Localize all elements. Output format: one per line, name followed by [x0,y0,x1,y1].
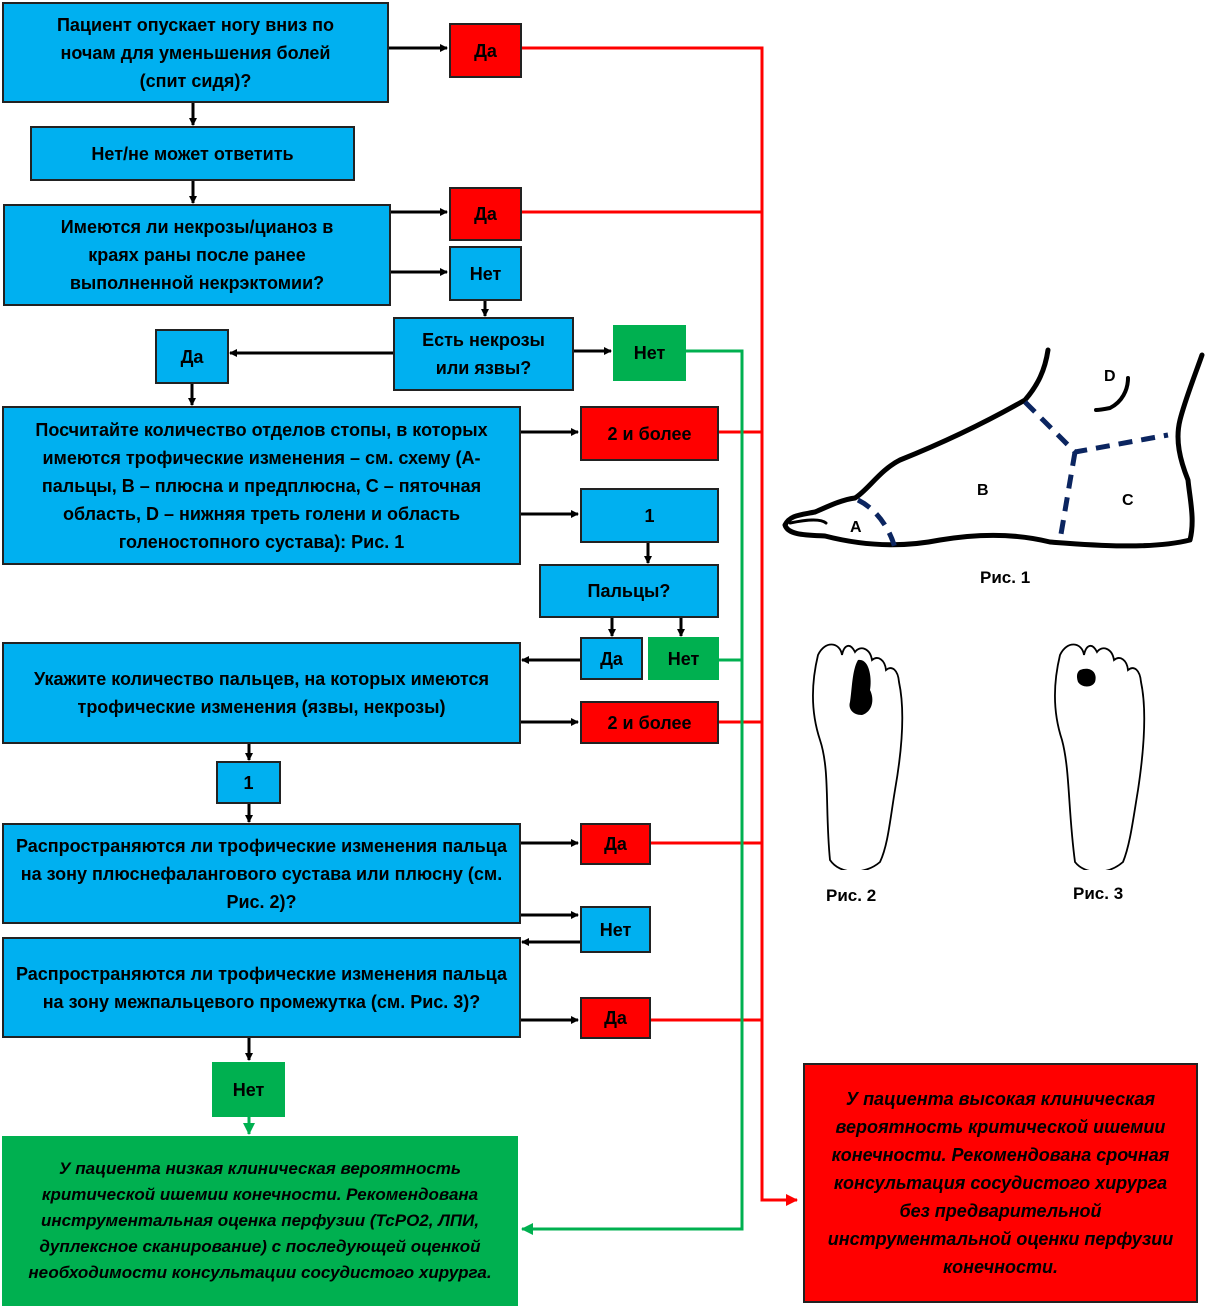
figure-1-foot-zones: A B C D [782,347,1205,549]
answer-q5-no: Нет [648,637,719,680]
answer-q7-yes-label: Да [604,834,627,854]
answer-q1-no: Нет/не может ответить [30,126,355,181]
answer-q4-one-label: 1 [644,505,655,526]
answer-q5-yes: Да [580,637,643,680]
question-night-pain-text: Пациент опускает ногу вниз по ночам для … [56,14,335,91]
question-zones-text: Посчитайте количество отделов стопы, в к… [35,419,488,552]
answer-q8-yes: Да [580,997,651,1039]
question-necrosis-or-ulcers: Есть некрозы или язвы? [393,317,574,391]
answer-q8-no: Нет [212,1062,285,1117]
result-low-risk: У пациента низкая клиническая вероятност… [2,1136,518,1306]
lesion-interdigital [1076,668,1096,687]
question-interdigital: Распространяются ли трофические изменени… [2,937,521,1038]
question-toes: Пальцы? [539,564,719,618]
question-necrosis-text: Имеются ли некрозы/цианоз в краях раны п… [60,217,334,293]
answer-q5-yes-label: Да [600,648,623,669]
answer-q2-yes: Да [449,187,522,241]
answer-q5-no-label: Нет [667,648,700,669]
answer-q8-yes-label: Да [604,1008,627,1028]
zone-label-b: B [977,482,989,499]
question-count-toes: Укажите количество пальцев, на которых и… [2,642,521,744]
answer-q3-yes: Да [155,329,229,384]
question-necrosis-after-necrectomy: Имеются ли некрозы/цианоз в краях раны п… [3,204,391,306]
answer-q6-many: 2 и более [580,701,719,744]
answer-q6-many-label: 2 и более [607,712,692,733]
answer-q6-one: 1 [216,761,281,804]
high-risk-connectors [522,46,798,1206]
question-interdigital-text: Распространяются ли трофические изменени… [16,963,507,1012]
sole-outline [1054,643,1146,870]
answer-q4-one: 1 [580,488,719,543]
answer-q7-yes: Да [580,823,651,865]
question-count-foot-zones: Посчитайте количество отделов стопы, в к… [2,406,521,565]
answer-q2-yes-label: Да [474,204,497,224]
answer-q7-no: Нет [580,906,651,953]
answer-q3-no: Нет [613,325,686,381]
figure-2-caption: Рис. 2 [826,886,877,905]
question-ulcers-text: Есть некрозы или язвы? [422,330,545,378]
figure-3-foot-sole [1054,643,1146,870]
zone-label-a: A [850,519,862,536]
result-high-risk-text: У пациента высокая клиническая вероятнос… [827,1089,1174,1277]
question-night-pain: Пациент опускает ногу вниз по ночам для … [2,2,389,103]
question-count-toes-text: Укажите количество пальцев, на которых и… [34,669,489,717]
answer-q3-no-label: Нет [633,343,666,363]
zone-dividers [856,400,1169,549]
answer-q7-no-label: Нет [599,919,632,940]
answer-q1-yes-label: Да [474,40,497,61]
question-mtp-text: Распространяются ли трофические изменени… [16,835,507,912]
zone-label-c: C [1122,492,1134,509]
result-high-risk: У пациента высокая клиническая вероятнос… [803,1063,1198,1303]
ankle-mark [1094,376,1130,412]
question-metatarsophalangeal: Распространяются ли трофические изменени… [2,823,521,924]
answer-q4-many-label: 2 и более [607,423,692,444]
answer-q2-no-label: Нет [469,263,502,284]
figure-2-foot-sole [812,643,904,870]
question-toes-text: Пальцы? [587,581,671,601]
answer-q3-yes-label: Да [180,346,204,367]
low-risk-connectors [243,349,744,1235]
figure-3-caption: Рис. 3 [1073,884,1124,903]
result-low-risk-text: У пациента низкая клиническая вероятност… [28,1159,492,1282]
figure-1-caption: Рис. 1 [980,568,1031,587]
sole-outline [812,643,904,870]
answer-q4-many: 2 и более [580,406,719,461]
answer-q2-no: Нет [449,246,522,301]
foot-outline [782,347,1205,549]
answer-q1-yes: Да [449,23,522,78]
zone-label-d: D [1104,368,1116,385]
answer-q6-one-label: 1 [243,772,254,793]
answer-q8-no-label: Нет [232,1079,265,1100]
lesion-mtp [849,659,873,715]
answer-q1-no-label: Нет/не может ответить [91,143,294,164]
